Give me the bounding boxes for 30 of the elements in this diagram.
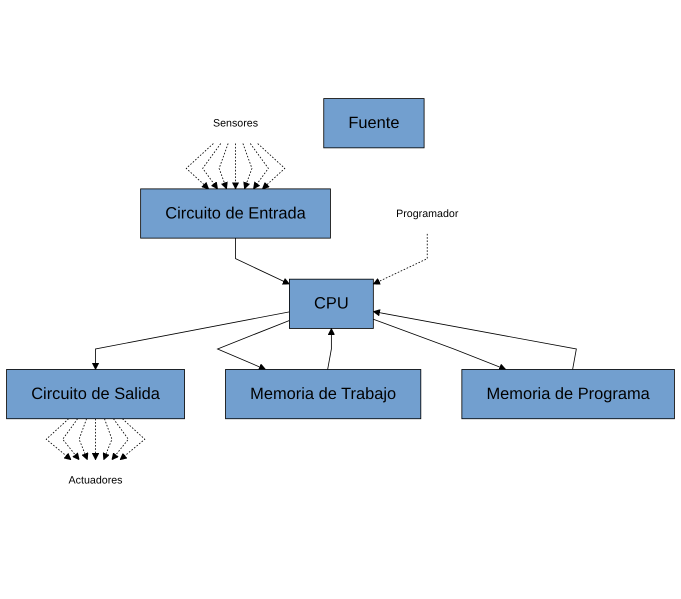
node-box: Memoria de Trabajo bbox=[225, 369, 422, 420]
node-box: CPU bbox=[289, 278, 374, 329]
node-text: Actuadores bbox=[68, 474, 123, 486]
arrow bbox=[92, 311, 290, 370]
arrow bbox=[250, 143, 269, 190]
node-box: Circuito de Salida bbox=[6, 369, 185, 420]
arrow bbox=[372, 318, 506, 370]
arrow bbox=[242, 143, 252, 190]
arrow bbox=[120, 418, 146, 460]
arrow bbox=[102, 418, 112, 460]
arrow bbox=[235, 238, 290, 285]
arrow bbox=[202, 143, 222, 190]
node-box: Circuito de Entrada bbox=[140, 188, 331, 239]
arrow bbox=[373, 233, 428, 285]
node-text: Sensores bbox=[212, 116, 258, 130]
arrow bbox=[46, 418, 72, 460]
arrow bbox=[373, 309, 577, 370]
node-box: Memoria de Programa bbox=[461, 369, 675, 420]
arrow bbox=[232, 143, 240, 190]
node-box: Fuente bbox=[323, 98, 425, 148]
arrow bbox=[216, 320, 290, 370]
arrow bbox=[112, 418, 129, 460]
arrow bbox=[257, 143, 286, 190]
arrow bbox=[78, 418, 88, 460]
arrow bbox=[62, 418, 80, 460]
arrow bbox=[327, 328, 335, 370]
node-text: Programador bbox=[396, 207, 458, 220]
arrow bbox=[92, 418, 100, 460]
arrow bbox=[218, 143, 229, 190]
arrow bbox=[186, 143, 214, 190]
